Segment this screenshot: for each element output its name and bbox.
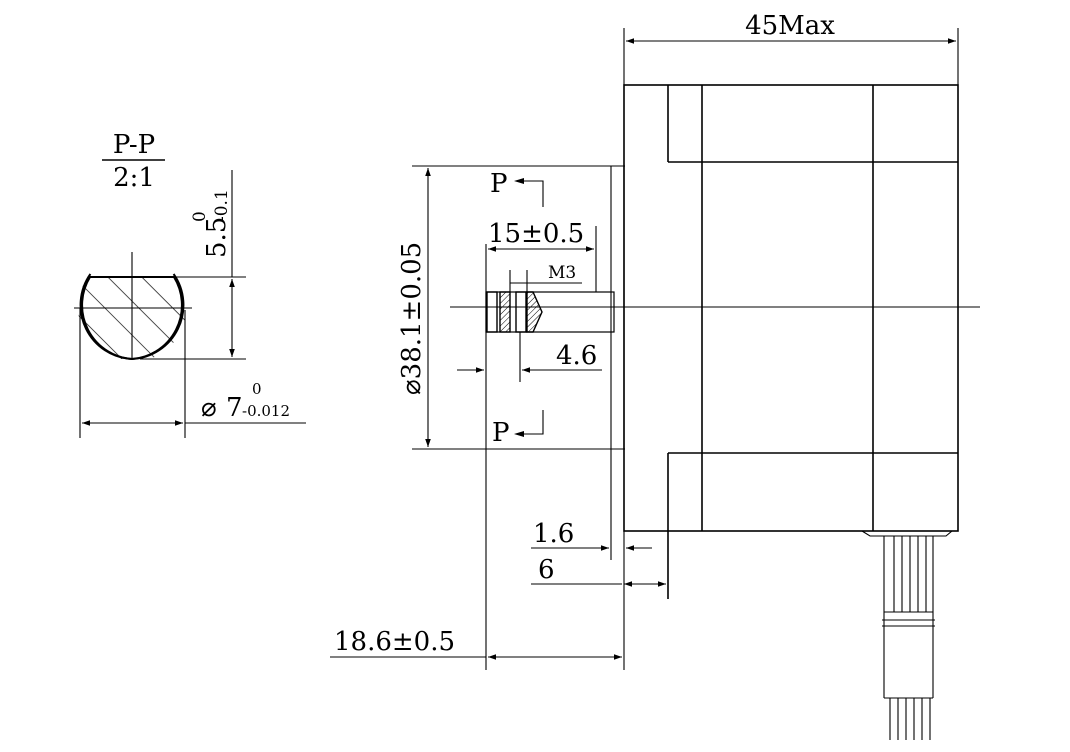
motor-outline bbox=[623, 84, 959, 532]
motor-body bbox=[623, 84, 959, 599]
motor-cable bbox=[861, 530, 953, 740]
bolt-depth-label: 15±0.5 bbox=[488, 219, 584, 249]
flat-height-label: 5.5 0 -0.1 bbox=[190, 189, 232, 258]
section-view: P-P 2:1 5.5 0 -0.1 ⌀ 7 bbox=[74, 130, 306, 438]
d-shaft-section bbox=[78, 273, 186, 361]
flange-thickness-label: 1.6 bbox=[533, 519, 574, 549]
shaft-body bbox=[485, 291, 615, 333]
thread-label: M3 bbox=[548, 263, 576, 283]
dia-lower-tol: -0.012 bbox=[242, 402, 290, 420]
boss-height-dimension: 6 bbox=[531, 531, 666, 670]
dia-upper-tol: 0 bbox=[252, 380, 262, 398]
svg-text:-0.1: -0.1 bbox=[212, 189, 232, 222]
hole-offset-label: 4.6 bbox=[556, 341, 597, 371]
section-arrow-top bbox=[518, 180, 544, 207]
svg-text:0: 0 bbox=[190, 211, 210, 222]
front-view: ⌀38.1±0.05 P P 15±0.5 M3 bbox=[397, 165, 625, 670]
pilot-diameter-label: ⌀38.1±0.05 bbox=[397, 242, 427, 395]
section-arrow-bottom bbox=[518, 410, 544, 435]
shaft-length-label: 18.6±0.5 bbox=[334, 627, 455, 657]
section-scale: 2:1 bbox=[113, 163, 155, 193]
section-label: P-P bbox=[113, 130, 155, 160]
flange-thickness-dimension: 1.6 bbox=[531, 519, 652, 551]
length-label: 45Max bbox=[745, 11, 835, 41]
length-dimension: 45Max bbox=[623, 11, 959, 85]
dia-value: 7 bbox=[226, 393, 243, 423]
section-marker-bottom: P bbox=[492, 418, 510, 448]
shaft-length-dimension: 18.6±0.5 bbox=[330, 627, 622, 660]
section-marker-top: P bbox=[490, 169, 508, 199]
svg-text:5.5: 5.5 bbox=[202, 217, 232, 258]
dia-symbol: ⌀ bbox=[201, 393, 217, 423]
boss-height-label: 6 bbox=[538, 555, 555, 585]
